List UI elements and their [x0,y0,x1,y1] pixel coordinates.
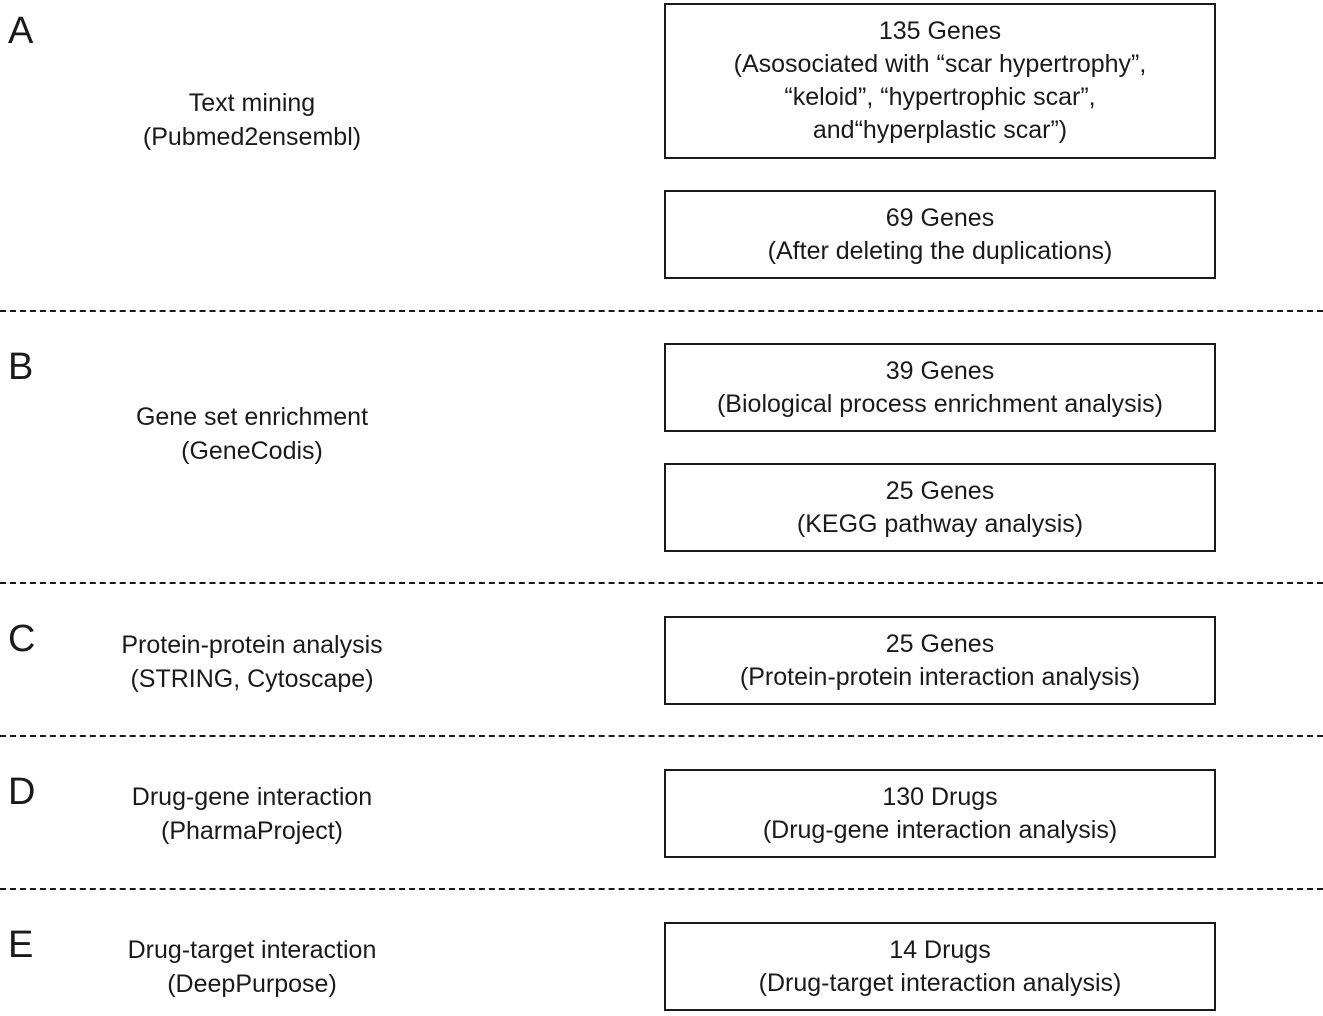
section-divider [0,888,1323,890]
section-divider [0,310,1323,312]
section-e-box-14-drugs: 14 Drugs (Drug-target interaction analys… [664,922,1216,1011]
section-d-letter: D [8,771,36,813]
box-description: “keloid”, “hypertrophic scar”, [784,83,1096,111]
section-d-box-130-drugs: 130 Drugs (Drug-gene interaction analysi… [664,769,1216,858]
section-c-letter: C [8,618,36,660]
section-b-box-25-genes: 25 Genes (KEGG pathway analysis) [664,463,1216,552]
section-b-method-name: Gene set enrichment [135,403,369,431]
box-count: 39 Genes [885,356,995,385]
section-e-method-name: Drug-target interaction [127,936,377,964]
box-description: and“hyperplastic scar”) [812,116,1068,144]
box-description: (Asosociated with “scar hypertrophy”, [733,50,1147,78]
box-description: (Drug-gene interaction analysis) [762,815,1118,844]
box-description: (KEGG pathway analysis) [796,509,1084,538]
section-c-method: Protein-protein analysis (STRING, Cytosc… [60,628,444,696]
section-a-box-135-genes: 135 Genes (Asosociated with “scar hypert… [664,3,1216,159]
section-a-method-tool: (Pubmed2ensembl) [142,123,362,151]
section-c-method-name: Protein-protein analysis [121,631,383,659]
box-count: 69 Genes [885,203,995,232]
section-a-method: Text mining (Pubmed2ensembl) [60,86,444,154]
section-a-method-name: Text mining [188,89,316,117]
section-divider [0,582,1323,584]
box-description: (Drug-target interaction analysis) [758,968,1122,997]
section-e-method-tool: (DeepPurpose) [167,970,337,998]
section-c-method-tool: (STRING, Cytoscape) [130,665,374,693]
section-d-method: Drug-gene interaction (PharmaProject) [60,780,444,848]
box-count: 25 Genes [885,476,995,505]
section-d-method-name: Drug-gene interaction [131,783,373,811]
section-c-box-25-genes: 25 Genes (Protein-protein interaction an… [664,616,1216,705]
section-e-method: Drug-target interaction (DeepPurpose) [60,933,444,1001]
box-count: 135 Genes [878,17,1002,45]
section-e-letter: E [8,924,34,966]
section-divider [0,735,1323,737]
section-b-box-39-genes: 39 Genes (Biological process enrichment … [664,343,1216,432]
box-description: (Biological process enrichment analysis) [716,389,1164,418]
section-b-method-tool: (GeneCodis) [181,437,323,465]
section-a-letter: A [8,10,34,52]
section-d-method-tool: (PharmaProject) [161,817,343,845]
section-a-box-69-genes: 69 Genes (After deleting the duplication… [664,190,1216,279]
box-count: 130 Drugs [882,782,998,811]
box-description: (Protein-protein interaction analysis) [739,662,1141,691]
box-description: (After deleting the duplications) [767,236,1113,265]
section-b-letter: B [8,346,34,388]
box-count: 25 Genes [885,629,995,658]
section-b-method: Gene set enrichment (GeneCodis) [60,400,444,468]
box-count: 14 Drugs [889,935,991,964]
